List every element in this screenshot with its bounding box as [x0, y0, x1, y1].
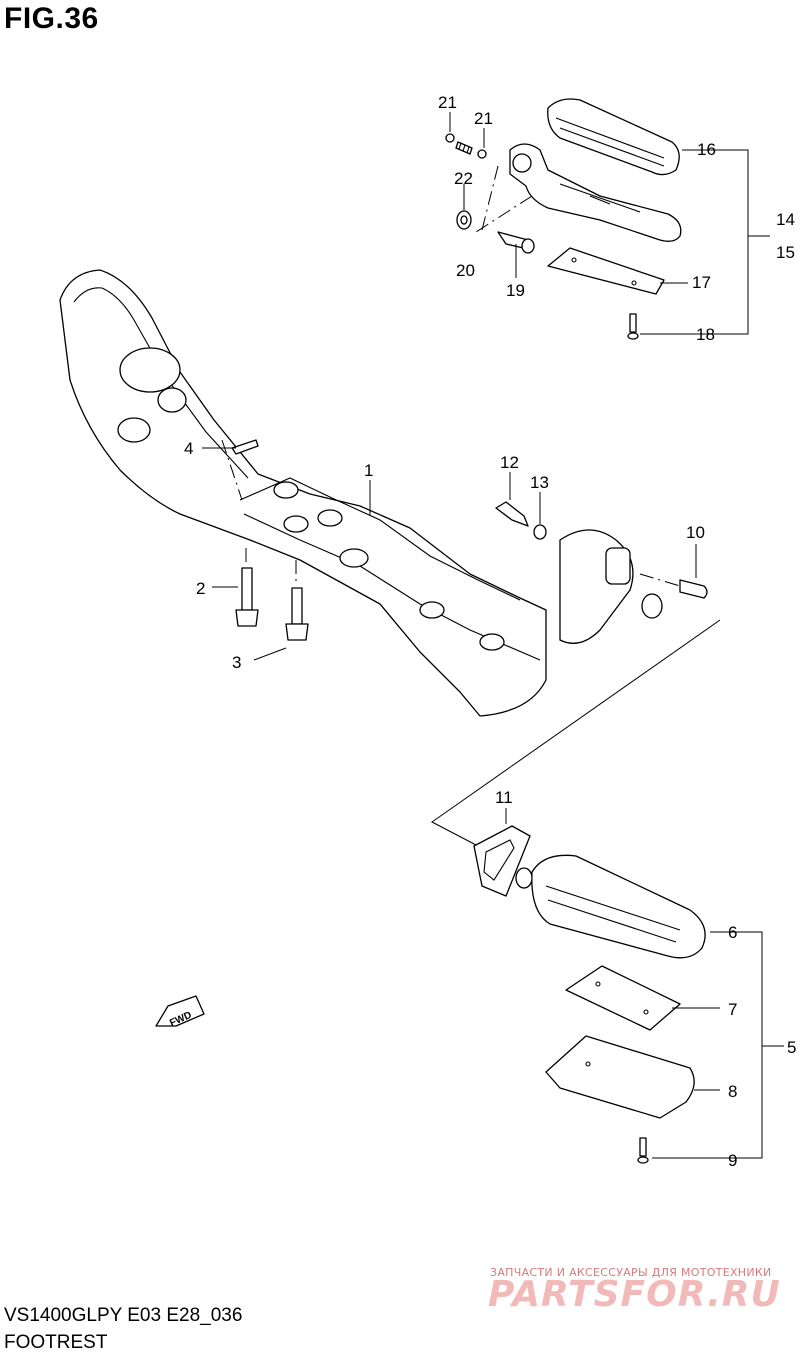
screw-18 [627, 313, 639, 340]
clip-4 [231, 439, 259, 455]
callout-8: 8 [728, 1082, 737, 1101]
callout-11: 11 [495, 788, 513, 807]
callout-10: 10 [686, 523, 705, 542]
figure-title: FIG.36 [4, 2, 99, 35]
model-code: VS1400GLPY E03 E28_036 [4, 1305, 243, 1326]
callout-22: 22 [454, 169, 473, 188]
watermark-tagline: ЗАПЧАСТИ И АКСЕССУАРЫ ДЛЯ МОТОТЕХНИКИ [490, 1266, 772, 1279]
callout-14: 14 [776, 210, 795, 229]
footrest-frame [59, 269, 663, 717]
spring-22 [455, 141, 473, 155]
callout-20: 20 [456, 261, 475, 280]
rider-footrest-bracket [509, 143, 682, 242]
forward-direction-badge: FWD [155, 995, 205, 1029]
callout-3: 3 [232, 653, 241, 672]
callout-7: 7 [728, 1000, 737, 1019]
callout-12: 12 [500, 453, 519, 472]
footrest-base-8 [545, 1035, 695, 1119]
callout-21-right: 21 [474, 109, 493, 128]
callout-9: 9 [728, 1151, 737, 1170]
callout-5: 5 [787, 1038, 796, 1057]
footrest-plate-7 [565, 965, 681, 1031]
callout-21-left: 21 [438, 93, 457, 112]
bolt-2 [235, 567, 259, 627]
bolt-3 [285, 587, 309, 641]
watermark-brand: PARTSFOR.RU [488, 1274, 781, 1315]
cap-10 [679, 579, 708, 599]
callout-17: 17 [692, 273, 711, 292]
callout-16: 16 [697, 140, 716, 159]
callout-15: 15 [776, 243, 795, 262]
callout-2: 2 [196, 579, 205, 598]
callout-13: 13 [530, 473, 549, 492]
ball-21 [445, 133, 487, 159]
pin-19 [497, 231, 535, 254]
rider-footrest-rubber [547, 98, 680, 176]
washer-13 [533, 524, 547, 540]
callout-4: 4 [184, 439, 193, 458]
callout-6: 6 [728, 923, 737, 942]
washer-20 [456, 210, 472, 230]
callout-18: 18 [696, 325, 715, 344]
screw-9 [637, 1137, 649, 1164]
callout-19: 19 [506, 281, 525, 300]
bolt-12 [495, 501, 529, 527]
footrest-plate-11 [473, 825, 531, 897]
callout-1: 1 [364, 461, 373, 480]
footrest-plate-17 [547, 247, 665, 295]
footrest-rubber-6 [515, 854, 706, 959]
figure-name: FOOTREST [4, 1332, 108, 1353]
